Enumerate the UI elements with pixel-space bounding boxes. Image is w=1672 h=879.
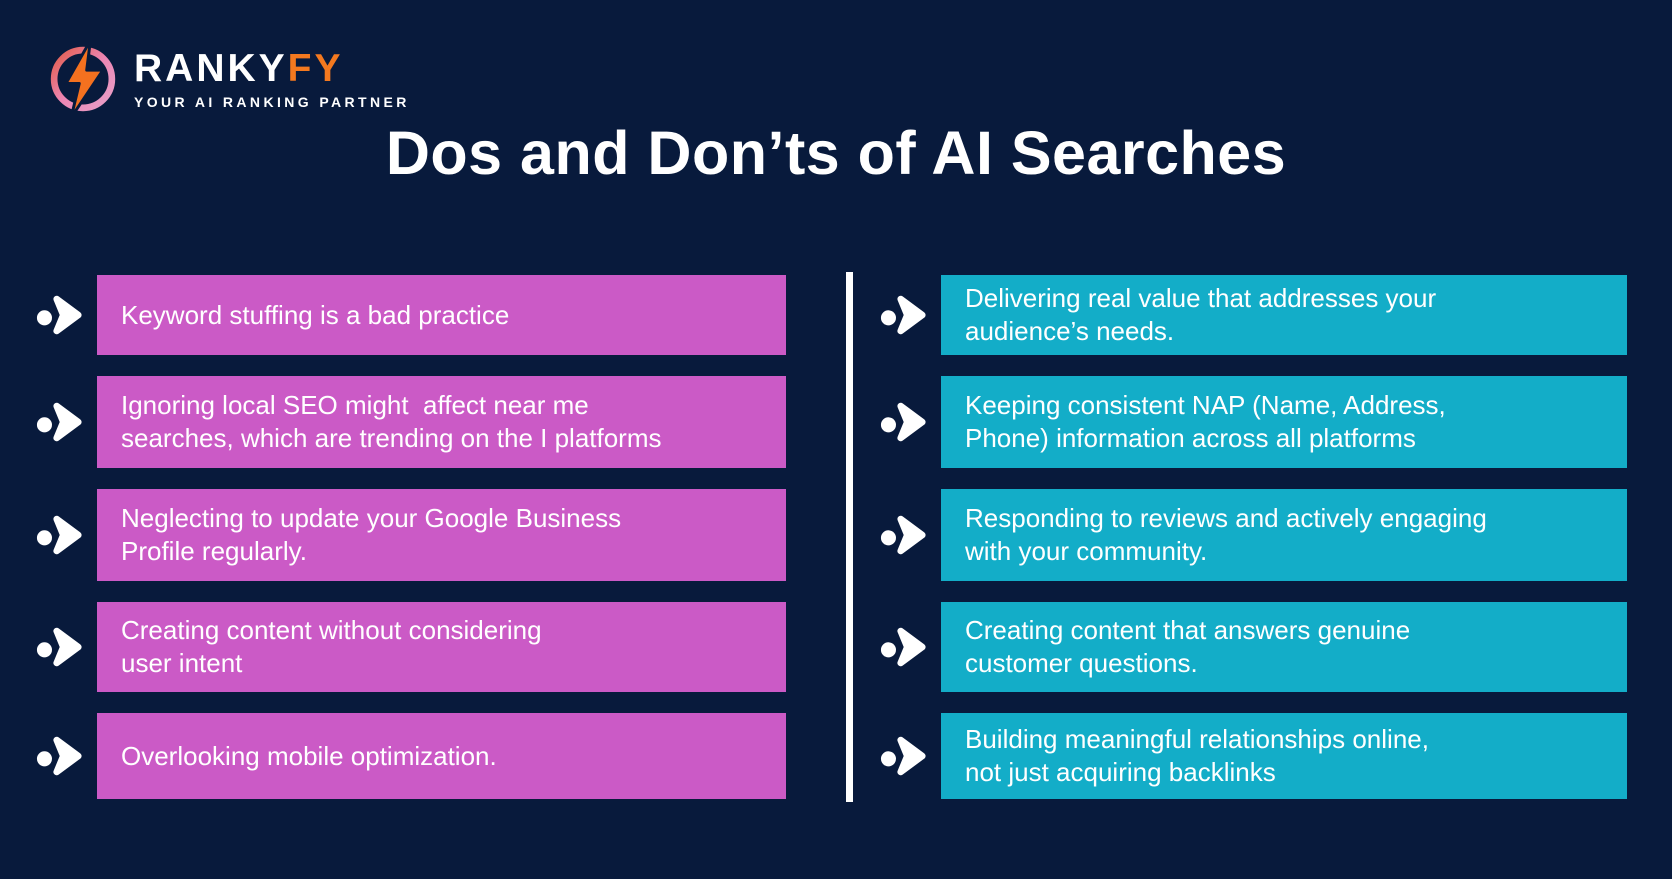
do-text: Delivering real value that addresses you… (965, 283, 1437, 313)
dont-item-3: Neglecting to update your Google Busines… (36, 489, 786, 581)
dont-text: searches, which are trending on the I pl… (121, 423, 662, 453)
donts-column: Keyword stuffing is a bad practice Ignor… (36, 275, 786, 799)
do-item-3: Responding to reviews and actively engag… (880, 489, 1627, 581)
do-text: not just acquiring backlinks (965, 757, 1276, 787)
do-text: Creating content that answers genuine (965, 615, 1411, 645)
brand-name-primary: RANKY (134, 46, 288, 90)
brand-tagline: YOUR AI RANKING PARTNER (134, 93, 410, 110)
brand-logo: RANKYFY YOUR AI RANKING PARTNER (46, 39, 410, 119)
brand-name-accent: FY (287, 46, 344, 90)
do-text: Keeping consistent NAP (Name, Address, (965, 390, 1446, 420)
do-box: Responding to reviews and actively engag… (941, 489, 1627, 581)
do-item-2: Keeping consistent NAP (Name, Address, P… (880, 376, 1627, 468)
arrow-bullet-icon (880, 402, 926, 442)
dont-text: Neglecting to update your Google Busines… (121, 503, 622, 533)
arrow-bullet-icon (880, 515, 926, 555)
page-title: Dos and Don’ts of AI Searches (385, 119, 1287, 187)
do-text: Phone) information across all platforms (965, 423, 1416, 453)
do-box: Creating content that answers genuine cu… (941, 602, 1627, 692)
dont-text: Profile regularly. (121, 536, 307, 566)
do-box: Keeping consistent NAP (Name, Address, P… (941, 376, 1627, 468)
do-text: with your community. (965, 536, 1208, 566)
dont-text: Ignoring local SEO might affect near me (121, 390, 589, 420)
dont-box: Neglecting to update your Google Busines… (97, 489, 786, 581)
brand-text: RANKYFY YOUR AI RANKING PARTNER (134, 46, 410, 110)
arrow-bullet-icon (880, 736, 926, 776)
arrow-bullet-icon (36, 736, 82, 776)
dont-item-4: Creating content without considering use… (36, 602, 786, 692)
dont-item-1: Keyword stuffing is a bad practice (36, 275, 786, 355)
do-text: audience’s needs. (965, 316, 1175, 346)
dont-box: Overlooking mobile optimization. (97, 713, 786, 799)
dont-text: user intent (121, 648, 243, 678)
dont-item-2: Ignoring local SEO might affect near me … (36, 376, 786, 468)
do-item-1: Delivering real value that addresses you… (880, 275, 1627, 355)
arrow-bullet-icon (36, 627, 82, 667)
dont-text: Creating content without considering (121, 615, 542, 645)
do-box: Delivering real value that addresses you… (941, 275, 1627, 355)
column-divider (846, 272, 853, 802)
dont-box: Creating content without considering use… (97, 602, 786, 692)
arrow-bullet-icon (880, 295, 926, 335)
do-box: Building meaningful relationships online… (941, 713, 1627, 799)
do-text: customer questions. (965, 648, 1198, 678)
do-item-5: Building meaningful relationships online… (880, 713, 1627, 799)
arrow-bullet-icon (36, 295, 82, 335)
arrow-bullet-icon (36, 515, 82, 555)
dont-text: Overlooking mobile optimization. (121, 740, 497, 771)
dont-box: Keyword stuffing is a bad practice (97, 275, 786, 355)
dos-column: Delivering real value that addresses you… (880, 275, 1627, 799)
arrow-bullet-icon (880, 627, 926, 667)
arrow-bullet-icon (36, 402, 82, 442)
do-text: Building meaningful relationships online… (965, 724, 1429, 754)
do-item-4: Creating content that answers genuine cu… (880, 602, 1627, 692)
dont-box: Ignoring local SEO might affect near me … (97, 376, 786, 468)
dont-item-5: Overlooking mobile optimization. (36, 713, 786, 799)
dont-text: Keyword stuffing is a bad practice (121, 299, 510, 330)
brand-name: RANKYFY (134, 46, 410, 90)
lightning-bolt-ring-icon (50, 39, 116, 119)
do-text: Responding to reviews and actively engag… (965, 503, 1487, 533)
